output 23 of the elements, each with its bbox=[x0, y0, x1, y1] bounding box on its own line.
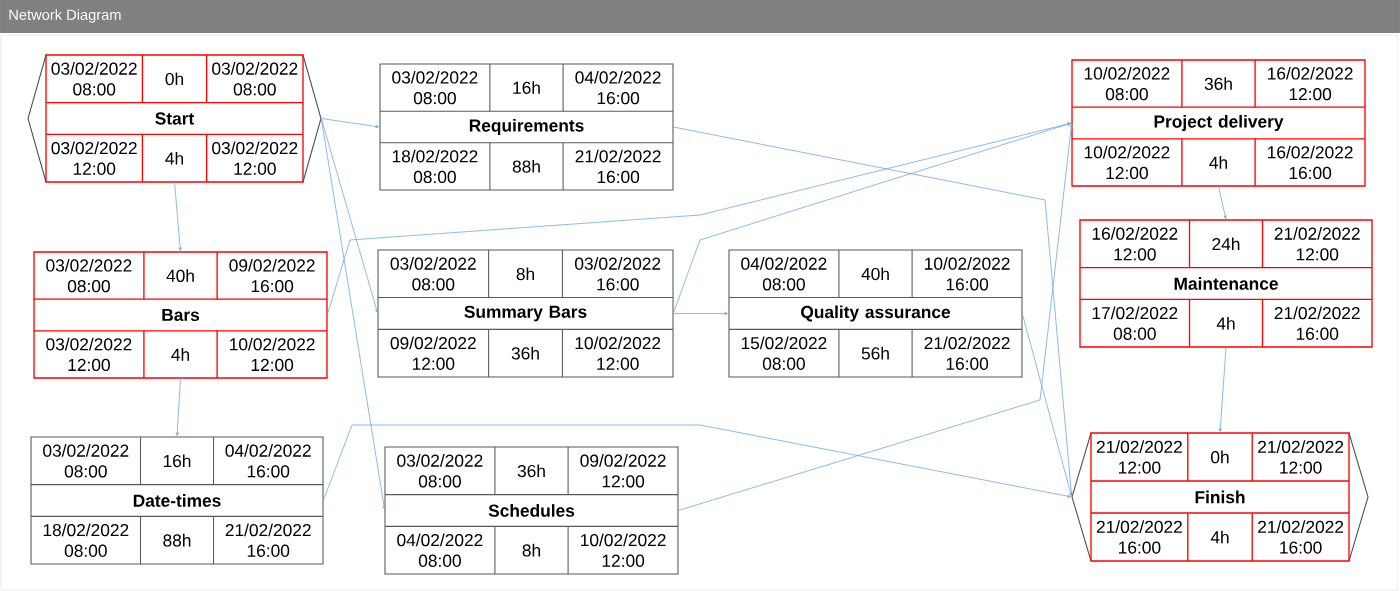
arrow bbox=[320, 118, 379, 128]
task-box: 03/02/2022 08:00 8h 03/02/2022 16:00 Summary Bars 09/02/2022 12:00 36h 10/02/2022 12:00 bbox=[377, 249, 674, 378]
arrow bbox=[320, 118, 386, 510]
task-box: 16/02/2022 12:00 24h 21/02/2022 12:00 Maintenance 17/02/2022 08:00 4h 21/02/2022 16:00 bbox=[1079, 219, 1373, 348]
arrow bbox=[322, 424, 1071, 501]
title-bar: Network Diagram bbox=[0, 0, 1400, 33]
arrow bbox=[672, 312, 728, 315]
milestone-box: 21/02/2022 12:00 0h 21/02/2022 12:00 Finish 21/02/2022 16:00 4h 21/02/2022 16:00 bbox=[1071, 432, 1369, 562]
arrow bbox=[672, 122, 1072, 314]
task-box: 03/02/2022 08:00 16h 04/02/2022 16:00 Date-times 18/02/2022 08:00 88h 21/02/2022 16:00 bbox=[30, 436, 324, 565]
arrow bbox=[326, 122, 1072, 316]
task-box: 10/02/2022 08:00 36h 16/02/2022 12:00 Project delivery 10/02/2022 12:00 4h 16/02/2022 16:00 bbox=[1071, 59, 1366, 187]
task-box: 03/02/2022 08:00 40h 09/02/2022 16:00 Bars 03/02/2022 12:00 4h 10/02/2022 12:00 bbox=[33, 251, 328, 379]
arrow bbox=[1218, 185, 1227, 219]
task-box: 03/02/2022 08:00 16h 04/02/2022 16:00 Requirements 18/02/2022 08:00 88h 21/02/2022 16:00 bbox=[379, 63, 674, 191]
arrow bbox=[174, 181, 182, 251]
arrow bbox=[1218, 346, 1227, 432]
arrow bbox=[1021, 313, 1073, 497]
arrow bbox=[175, 377, 181, 436]
arrow bbox=[320, 118, 379, 313]
task-box: 03/02/2022 08:00 36h 09/02/2022 12:00 Schedules 04/02/2022 08:00 8h 10/02/2022 12:00 bbox=[384, 446, 679, 575]
milestone-box: 03/02/2022 08:00 0h 03/02/2022 08:00 Start 03/02/2022 12:00 4h 03/02/2022 12:00 bbox=[27, 54, 322, 183]
task-box: 04/02/2022 08:00 40h 10/02/2022 16:00 Quality assurance 15/02/2022 08:00 56h 21/02/2022 16:00 bbox=[728, 249, 1023, 378]
